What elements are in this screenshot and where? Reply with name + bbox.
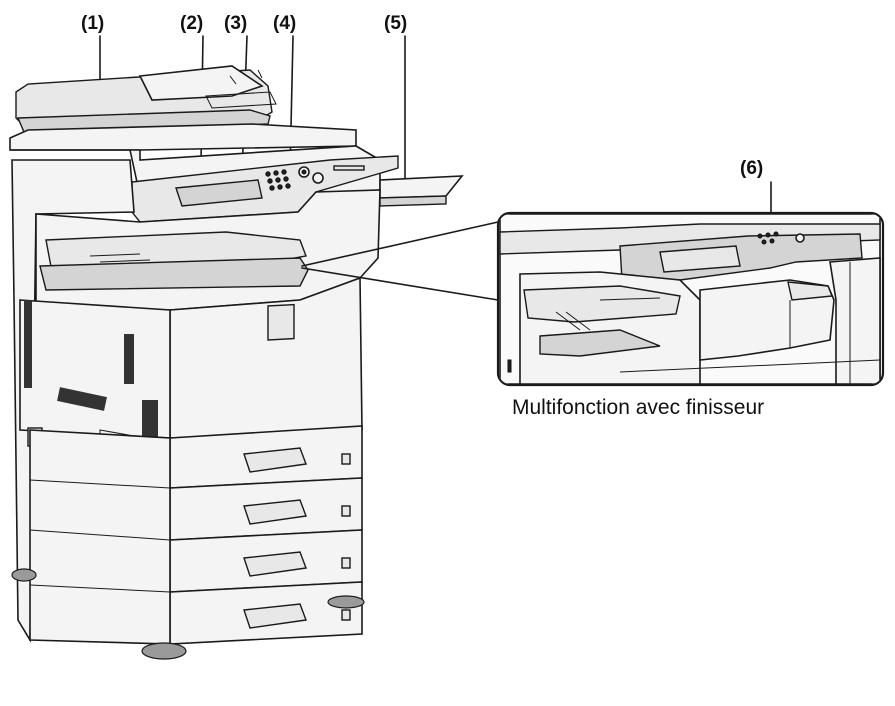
inset-scanner <box>499 223 881 255</box>
paper-trays <box>169 425 363 645</box>
keypad <box>265 165 365 191</box>
callout-label-6: (6) <box>740 158 763 179</box>
feeder-tray <box>138 65 264 101</box>
callout-label-3: (3) <box>224 13 247 34</box>
output-tray <box>379 175 464 199</box>
inset-output-tray <box>523 285 681 323</box>
callout-label-5: (5) <box>384 13 407 34</box>
callout-label-4: (4) <box>273 13 296 34</box>
front-cover-handle <box>267 303 295 341</box>
feeder-output-tray <box>205 91 277 109</box>
feeder-base <box>16 109 271 133</box>
zoom-connectors <box>301 221 499 301</box>
callout-label-2: (2) <box>180 13 203 34</box>
finisher-caption: Multifonction avec finisseur <box>512 396 765 419</box>
operation-panel-screen <box>175 179 263 207</box>
callout-label-1: (1) <box>81 13 104 34</box>
copier-machine-illustration <box>9 65 464 660</box>
finisher-detail-inset <box>496 211 885 387</box>
finisher-unit <box>699 279 835 361</box>
casters <box>11 568 365 660</box>
